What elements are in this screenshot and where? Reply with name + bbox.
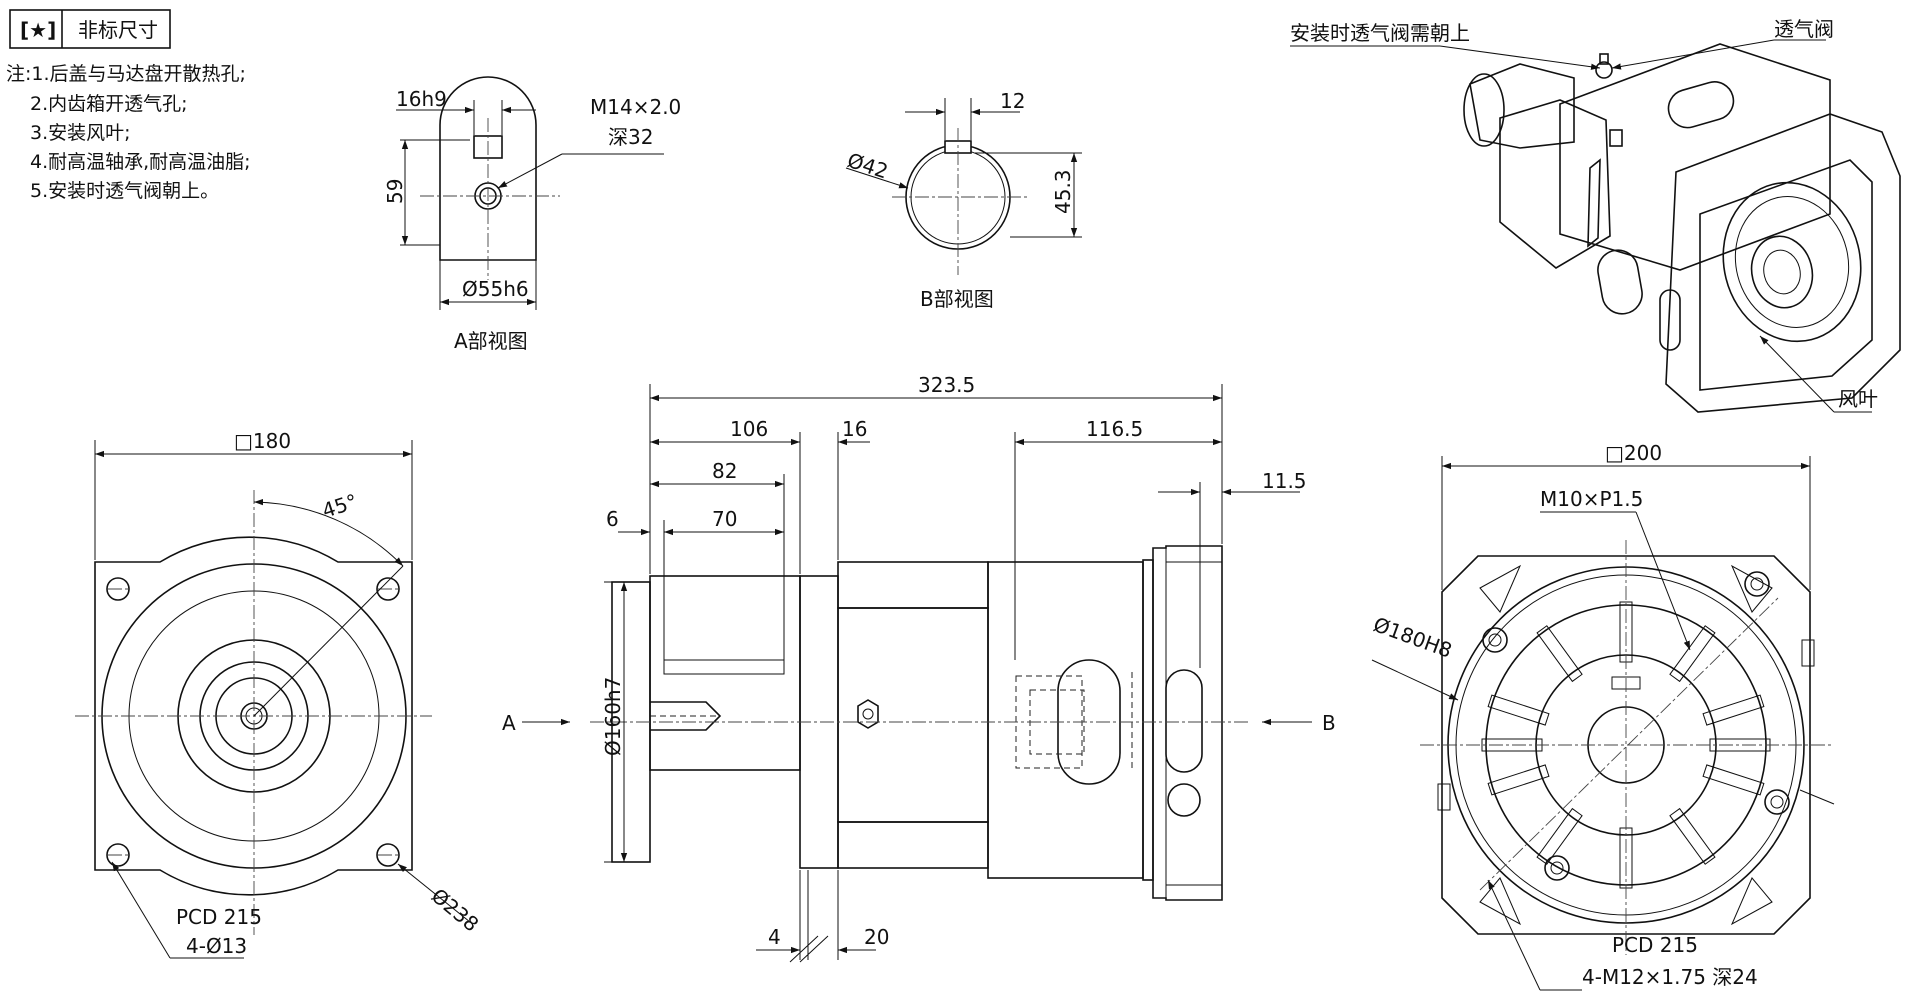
rear-view: □200 M10×P1.5 Ø180H8 PCD 215 4-M12×1.75 … <box>1370 441 1835 991</box>
star-box-label: [★] <box>20 18 56 42</box>
dim-116-5: 116.5 <box>1086 417 1143 441</box>
dim-pcd: PCD 215 <box>176 905 262 929</box>
dim-70: 70 <box>712 507 737 531</box>
dim-angle: 45° <box>319 489 360 523</box>
dim-4: 4 <box>768 925 781 949</box>
arrow-a-label: A <box>502 711 516 735</box>
header-title: 非标尺寸 <box>78 18 158 42</box>
view-b: 12 Ø42 45.3 B部视图 <box>844 89 1082 311</box>
iso-view: 安装时透气阀需朝上 透气阀 风叶 <box>1290 17 1901 413</box>
dim-20: 20 <box>864 925 889 949</box>
label-valve-note: 安装时透气阀需朝上 <box>1290 21 1470 45</box>
dim-square: □200 <box>1605 441 1662 465</box>
front-view: □180 45° PCD 215 4-Ø13 Ø238 <box>75 429 484 959</box>
side-view: A B 323.5 106 16 116.5 82 11.5 <box>502 373 1336 963</box>
dim-shaft: Ø55h6 <box>462 277 529 301</box>
note-line-1: 注:1.后盖与马达盘开散热孔; <box>6 63 246 85</box>
dim-height: 59 <box>383 179 407 204</box>
dim-diag: Ø238 <box>427 883 484 936</box>
arrow-b-label: B <box>1322 711 1336 735</box>
dim-6: 6 <box>606 507 619 531</box>
dim-depth: 45.3 <box>1051 169 1075 214</box>
dim-pcd: PCD 215 <box>1612 933 1698 957</box>
dim-key-width: 16h9 <box>396 87 447 111</box>
dim-square: □180 <box>234 429 291 453</box>
dim-thread-top: M14×2.0 <box>590 95 681 119</box>
dim-pilot: Ø160h7 <box>601 677 625 756</box>
note-line-4: 4.耐高温轴承,耐高温油脂; <box>30 151 251 173</box>
note-line-2: 2.内齿箱开透气孔; <box>30 93 188 115</box>
dim-key: 12 <box>1000 89 1025 113</box>
dim-thread: M10×P1.5 <box>1540 487 1643 511</box>
header-box: [★] 非标尺寸 <box>9 9 171 49</box>
label-valve: 透气阀 <box>1774 17 1834 41</box>
dim-holes: 4-M12×1.75 深24 <box>1582 965 1758 989</box>
dim-bore: Ø42 <box>844 148 891 184</box>
notes: 注:1.后盖与马达盘开散热孔; 2.内齿箱开透气孔; 3.安装风叶; 4.耐高温… <box>6 63 251 202</box>
dim-total: 323.5 <box>918 373 975 397</box>
dim-11-5: 11.5 <box>1262 469 1307 493</box>
view-b-caption: B部视图 <box>920 287 994 311</box>
fan-blades <box>1481 601 1771 889</box>
dim-thread-bottom: 深32 <box>608 125 653 149</box>
dim-16: 16 <box>842 417 867 441</box>
view-a: 16h9 M14×2.0 深32 59 Ø55h6 A部视图 <box>383 76 681 353</box>
view-a-caption: A部视图 <box>454 329 528 353</box>
note-line-5: 5.安装时透气阀朝上。 <box>30 180 219 202</box>
note-line-3: 3.安装风叶; <box>30 122 131 144</box>
label-fan: 风叶 <box>1838 387 1878 411</box>
dim-holes: 4-Ø13 <box>186 934 247 958</box>
dim-106: 106 <box>730 417 768 441</box>
dim-82: 82 <box>712 459 737 483</box>
